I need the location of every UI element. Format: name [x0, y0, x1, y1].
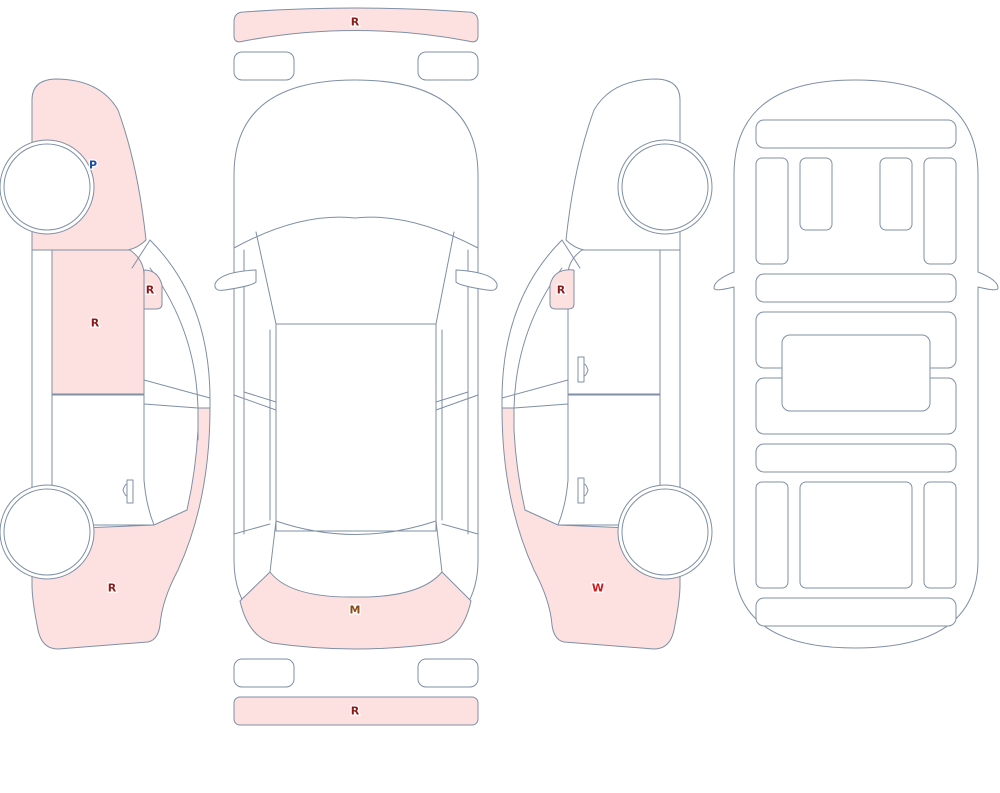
- right-front-door-handle[interactable]: [577, 356, 589, 383]
- floor-front-crossmember[interactable]: [755, 119, 957, 149]
- label-right-rear-quarter: W: [592, 582, 604, 595]
- left-rear-wheel[interactable]: [3, 488, 91, 576]
- right-taillight[interactable]: [417, 658, 479, 688]
- label-front-bumper: R: [351, 16, 360, 29]
- right-rocker-sill[interactable]: [659, 249, 681, 526]
- right-rear-wheel[interactable]: [621, 488, 709, 576]
- right-front-pillar: [501, 239, 581, 409]
- floor-left-rear-rail[interactable]: [755, 481, 789, 589]
- label-left-front-door: R: [91, 317, 100, 330]
- label-left-fender: P: [89, 159, 97, 172]
- right-mirror[interactable]: [549, 269, 575, 310]
- floor-cowl-crossmember[interactable]: [755, 273, 957, 303]
- floor-trunk-pan[interactable]: [799, 481, 913, 589]
- b-pillars-top: [233, 391, 479, 411]
- right-mirror-top[interactable]: [455, 269, 498, 291]
- left-front-door[interactable]: [51, 249, 145, 395]
- floor-rear-panel[interactable]: [755, 597, 957, 627]
- label-hood: M: [350, 604, 361, 617]
- c-pillar-lines: [233, 523, 479, 535]
- left-mirror[interactable]: [143, 269, 163, 310]
- right-front-wheel[interactable]: [621, 143, 709, 231]
- left-side-view: [0, 78, 211, 650]
- hood[interactable]: [239, 571, 472, 650]
- damage-labels: R P R R R M R R W: [88, 14, 606, 719]
- rear-window-line: [269, 520, 443, 573]
- top-view: [214, 7, 498, 726]
- floor-right-rear-rail[interactable]: [923, 481, 957, 589]
- label-left-rear-quarter: R: [108, 582, 117, 595]
- windshield-line: [233, 216, 479, 249]
- left-headlight[interactable]: [233, 51, 295, 81]
- rear-bumper-cover[interactable]: [233, 696, 479, 726]
- front-bumper-cover[interactable]: [233, 7, 479, 43]
- label-left-mirror: R: [146, 284, 155, 297]
- right-headlight[interactable]: [417, 51, 479, 81]
- left-front-wheel[interactable]: [3, 143, 91, 231]
- floor-center-tunnel[interactable]: [781, 334, 931, 412]
- left-front-pillar: [131, 239, 211, 409]
- right-rear-quarter[interactable]: [501, 407, 681, 650]
- floor-right-front-rail[interactable]: [923, 157, 957, 265]
- floor-rear-crossmember[interactable]: [755, 443, 957, 473]
- right-window-line: [501, 379, 569, 409]
- left-rear-door-handle[interactable]: [122, 479, 134, 504]
- underbody-view: [713, 79, 999, 649]
- left-taillight[interactable]: [233, 658, 295, 688]
- floor-left-inner-box[interactable]: [799, 157, 833, 231]
- left-mirror-top[interactable]: [214, 269, 257, 291]
- roof[interactable]: [275, 323, 437, 532]
- a-pillars-top: [255, 231, 455, 325]
- left-rocker-sill[interactable]: [31, 249, 53, 526]
- floor-right-inner-box[interactable]: [879, 157, 913, 231]
- right-rear-door-handle[interactable]: [577, 477, 589, 504]
- right-side-view: [501, 78, 713, 650]
- left-window-line: [143, 379, 211, 409]
- right-front-door[interactable]: [567, 249, 661, 395]
- label-rear-bumper: R: [351, 705, 360, 718]
- label-right-mirror: R: [557, 284, 566, 297]
- floor-left-front-rail[interactable]: [755, 157, 789, 265]
